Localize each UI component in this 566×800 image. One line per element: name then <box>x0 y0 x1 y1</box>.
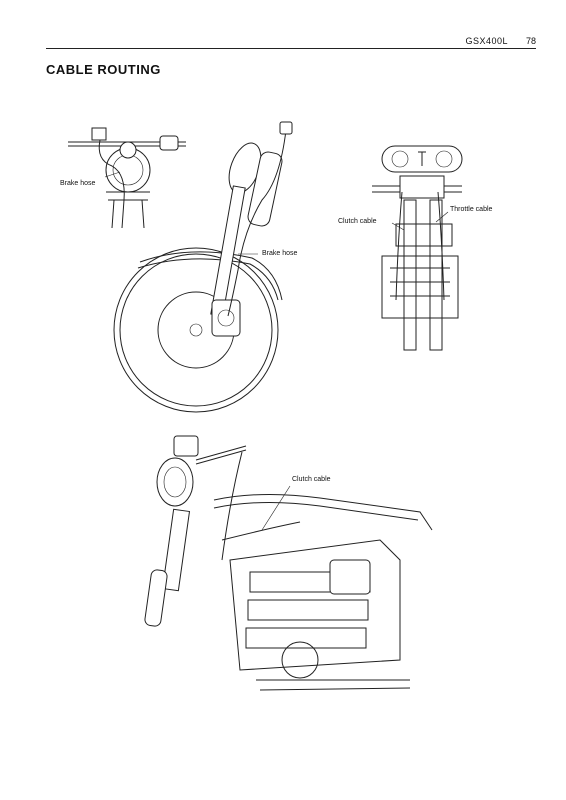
clutch-cable-side-label: Clutch cable <box>292 476 331 483</box>
clutch-cable-front-label: Clutch cable <box>338 218 377 225</box>
handlebar-brake-illustration <box>68 127 186 229</box>
page-title: CABLE ROUTING <box>46 62 161 77</box>
page-header: GSX400L 78 <box>46 36 536 49</box>
front-view-cable-illustration <box>372 145 463 351</box>
page-number: 78 <box>525 36 536 46</box>
side-view-cable-illustration <box>144 435 433 691</box>
throttle-cable-label: Throttle cable <box>450 206 493 213</box>
brake-hose-fork-label: Brake hose <box>262 250 298 257</box>
header-rule <box>46 48 536 49</box>
document-code: GSX400L <box>465 36 508 46</box>
front-wheel-brake-illustration <box>113 121 293 413</box>
brake-hose-handlebar-label: Brake hose <box>60 180 96 187</box>
